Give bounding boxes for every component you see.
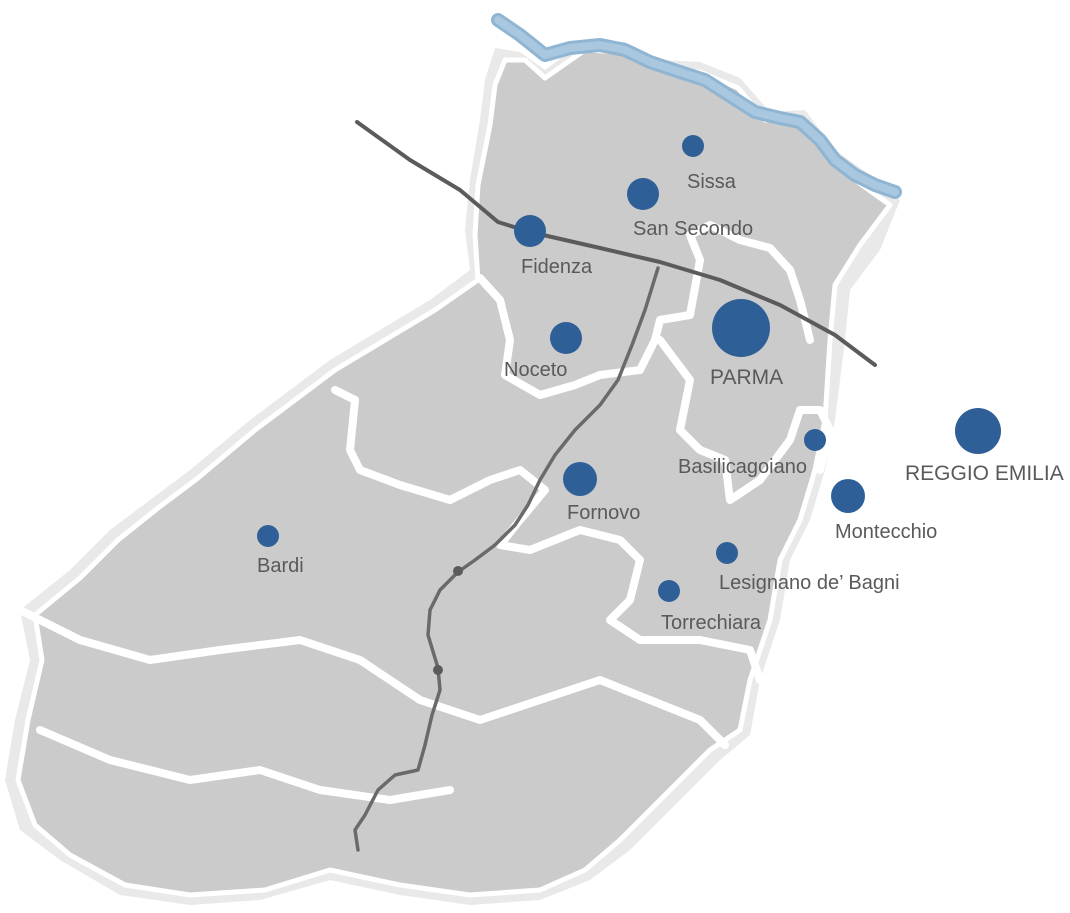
town-noceto: Noceto bbox=[504, 322, 582, 381]
border-west bbox=[331, 386, 764, 684]
town-label: Sissa bbox=[687, 171, 737, 193]
town-reggio-emilia: REGGIO EMILIA bbox=[905, 408, 1064, 485]
town-basilicagoiano: Basilicagoiano bbox=[678, 429, 826, 478]
town-label: San Secondo bbox=[633, 218, 753, 240]
town-marker bbox=[682, 135, 704, 157]
town-bardi: Bardi bbox=[257, 525, 304, 577]
town-label: Bardi bbox=[257, 555, 304, 577]
town-marker bbox=[716, 542, 738, 564]
town-montecchio: Montecchio bbox=[831, 479, 937, 543]
town-marker bbox=[257, 525, 279, 547]
town-label: PARMA bbox=[710, 366, 783, 389]
town-label: Montecchio bbox=[835, 521, 937, 543]
town-marker bbox=[804, 429, 826, 451]
main-road bbox=[355, 120, 877, 367]
town-lesignano: Lesignano de’ Bagni bbox=[716, 542, 900, 594]
town-label: Torrechiara bbox=[661, 612, 762, 634]
border-center bbox=[656, 336, 834, 504]
railway-stop bbox=[453, 566, 463, 576]
town-label: Fornovo bbox=[567, 502, 640, 524]
town-fornovo: Fornovo bbox=[563, 462, 640, 524]
town-marker bbox=[658, 580, 680, 602]
railway-stop bbox=[433, 665, 443, 675]
border-southwest bbox=[36, 726, 454, 804]
border-south bbox=[16, 606, 729, 749]
town-marker bbox=[831, 479, 865, 513]
town-marker bbox=[955, 408, 1001, 454]
town-label: Basilicagoiano bbox=[678, 456, 807, 478]
town-torrechiara: Torrechiara bbox=[658, 580, 762, 634]
town-marker bbox=[712, 299, 770, 357]
town-label: Fidenza bbox=[521, 256, 593, 278]
town-fidenza: Fidenza bbox=[514, 215, 593, 278]
town-san-secondo: San Secondo bbox=[627, 178, 753, 240]
town-marker bbox=[627, 178, 659, 210]
town-label: Lesignano de’ Bagni bbox=[719, 572, 900, 594]
town-label: REGGIO EMILIA bbox=[905, 462, 1064, 485]
town-parma: PARMA bbox=[710, 299, 783, 389]
town-sissa: Sissa bbox=[682, 135, 737, 193]
town-marker bbox=[550, 322, 582, 354]
town-marker bbox=[563, 462, 597, 496]
town-marker bbox=[514, 215, 546, 247]
town-label: Noceto bbox=[504, 359, 567, 381]
river-core bbox=[494, 16, 899, 196]
railway bbox=[353, 266, 660, 852]
border-north bbox=[476, 221, 814, 399]
